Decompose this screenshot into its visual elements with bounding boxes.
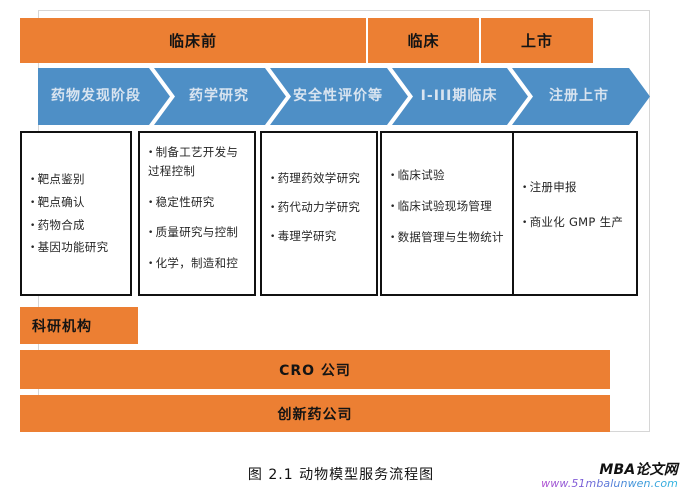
phase-cell-preclinical: 临床前 (20, 18, 368, 63)
bullet-item: 注册申报 (522, 179, 628, 196)
bullet-list: 药理药效学研究 药代动力学研究 毒理学研究 (270, 170, 368, 256)
chevron-stage-pharmaceutics: 药学研究 (154, 68, 286, 125)
watermark-url: www.51mbalunwen.com (541, 477, 678, 491)
chevron-stage-safety: 安全性 评价等 (270, 68, 408, 125)
bullet-item: 靶点鉴别 (30, 171, 122, 188)
detail-box-registration: 注册申报 商业化 GMP 生产 (512, 131, 638, 296)
provider-label: CRO 公司 (279, 362, 351, 379)
bullet-item: 数据管理与生物统计 (390, 229, 520, 246)
provider-bar-innovative-drug-company: 创新药公司 (20, 395, 610, 432)
chevron-label: 药物发现阶段 (51, 88, 141, 105)
detail-box-safety: 药理药效学研究 药代动力学研究 毒理学研究 (260, 131, 378, 296)
detail-box-discovery: 靶点鉴别 靶点确认 药物合成 基因功能研究 (20, 131, 132, 296)
bullet-item: 稳定性研究 (148, 193, 246, 213)
chevron-stage-registration: 注册上市 (512, 68, 650, 125)
phase-label: 临床前 (168, 32, 217, 50)
bullet-item: 制备工艺开发与过程控制 (148, 143, 246, 182)
chevron-label-line2: 评价等 (338, 88, 383, 105)
phase-cell-clinical: 临床 (368, 18, 481, 63)
bullet-list: 注册申报 商业化 GMP 生产 (522, 179, 628, 248)
chevron-label: 注册上市 (549, 88, 609, 105)
provider-label: 创新药公司 (277, 406, 353, 423)
phase-label: 临床 (407, 32, 440, 50)
phase-bar: 临床前 临床 上市 (20, 18, 593, 63)
chevron-stage-drug-discovery: 药物发现阶段 (38, 68, 170, 125)
chevron-stage-clinical-phases: I-III期临床 (392, 68, 528, 125)
detail-boxes-row: 靶点鉴别 靶点确认 药物合成 基因功能研究 制备工艺开发与过程控制 稳定性研究 … (20, 131, 638, 296)
bullet-list: 临床试验 临床试验现场管理 数据管理与生物统计 (390, 167, 520, 259)
bullet-item: 临床试验 (390, 167, 520, 184)
bullet-item: 化学，制造和控 (148, 254, 246, 274)
bullet-item: 基因功能研究 (30, 239, 122, 256)
chevron-label: I-III期临床 (420, 88, 498, 105)
bullet-item: 商业化 GMP 生产 (522, 214, 628, 231)
provider-label: 科研机构 (32, 318, 92, 335)
bullet-list: 制备工艺开发与过程控制 稳定性研究 质量研究与控制 化学，制造和控 (148, 143, 246, 285)
phase-cell-market: 上市 (481, 18, 593, 63)
bullet-item: 临床试验现场管理 (390, 198, 520, 215)
bullet-item: 药代动力学研究 (270, 199, 368, 216)
provider-bar-cro: CRO 公司 (20, 350, 610, 389)
detail-box-clinical: 临床试验 临床试验现场管理 数据管理与生物统计 (380, 131, 530, 296)
chevron-label-line1: 安全性 (293, 88, 338, 105)
bullet-item: 质量研究与控制 (148, 223, 246, 243)
chevron-label: 药学研究 (189, 88, 249, 105)
provider-bar-research-institute: 科研机构 (20, 307, 138, 344)
bullet-item: 靶点确认 (30, 194, 122, 211)
bullet-item: 药物合成 (30, 217, 122, 234)
bullet-item: 毒理学研究 (270, 228, 368, 245)
detail-box-pharmaceutics: 制备工艺开发与过程控制 稳定性研究 质量研究与控制 化学，制造和控 (138, 131, 256, 296)
stage-chevron-band: 药物发现阶段 药学研究 安全性 评价等 I-III期临床 注册上市 (38, 68, 650, 125)
figure-caption: 图 2.1 动物模型服务流程图 (247, 467, 435, 483)
bullet-item: 药理药效学研究 (270, 170, 368, 187)
phase-label: 上市 (520, 32, 553, 50)
bullet-list: 靶点鉴别 靶点确认 药物合成 基因功能研究 (30, 171, 122, 256)
watermark: MBA论文网 www.51mbalunwen.com (541, 462, 678, 491)
watermark-title: MBA论文网 (599, 462, 678, 478)
